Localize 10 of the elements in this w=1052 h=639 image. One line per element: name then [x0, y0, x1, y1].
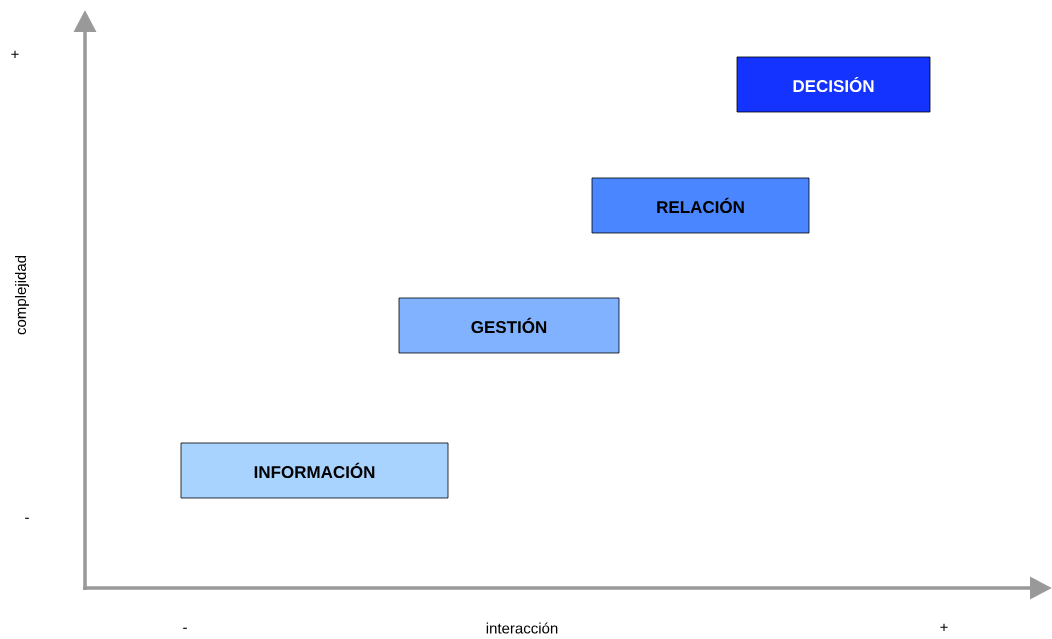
category-box: DECISIÓN [736, 56, 931, 113]
category-box: GESTIÓN [398, 297, 620, 354]
axis-end-sign: + [940, 623, 948, 631]
axis-end-sign: - [25, 517, 29, 519]
axis-title: complejidad [15, 255, 29, 335]
axis-end-sign: + [11, 50, 19, 58]
axis-title: interacción [486, 622, 558, 634]
axis-end-sign: - [183, 627, 187, 629]
category-box: RELACIÓN [591, 177, 810, 234]
category-box: INFORMACIÓN [180, 442, 449, 499]
